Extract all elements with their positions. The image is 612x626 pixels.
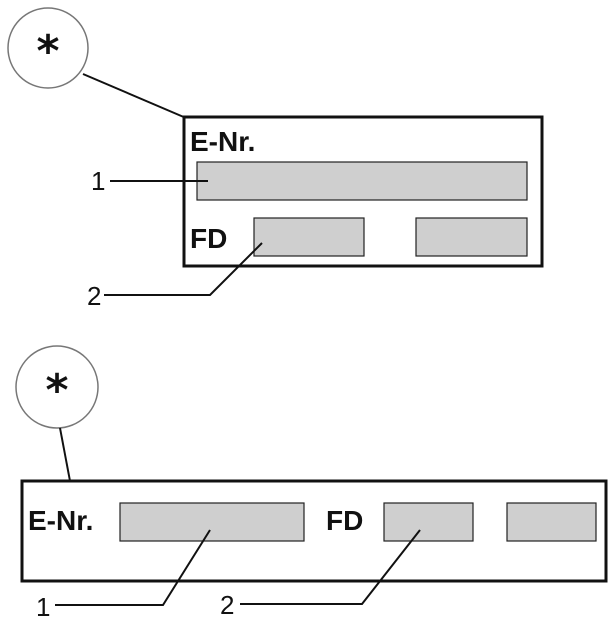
variant-a: * E-Nr. FD 1 2 — [7, 7, 544, 311]
asterisk-icon: * — [45, 365, 68, 416]
fd-label: FD — [326, 505, 363, 536]
symbol-leader-line — [82, 73, 187, 119]
callout-2-number: 2 — [220, 590, 234, 620]
callout-2-line — [104, 242, 263, 296]
asterisk-icon: * — [36, 26, 59, 77]
fd-field — [383, 502, 474, 542]
callout-2-line — [240, 529, 421, 605]
callout-2-number: 2 — [87, 281, 101, 311]
e-nr-label: E-Nr. — [28, 505, 93, 536]
symbol-circle — [15, 345, 99, 429]
extra-field — [415, 217, 528, 257]
e-nr-label: E-Nr. — [190, 126, 255, 157]
callout-1-line — [55, 529, 211, 606]
symbol-circle — [7, 7, 89, 89]
asterisk-symbol-bottom: * — [15, 345, 99, 429]
asterisk-symbol-top: * — [7, 7, 89, 89]
extra-field — [506, 502, 597, 542]
variant-b: * E-Nr. FD 1 2 — [15, 345, 608, 622]
e-nr-field — [196, 161, 528, 201]
fd-field — [253, 217, 365, 257]
e-nr-field — [119, 502, 305, 542]
callout-1-number: 1 — [36, 592, 50, 622]
callout-1-number: 1 — [91, 166, 105, 196]
symbol-leader-line — [59, 427, 71, 482]
fd-label: FD — [190, 223, 227, 254]
